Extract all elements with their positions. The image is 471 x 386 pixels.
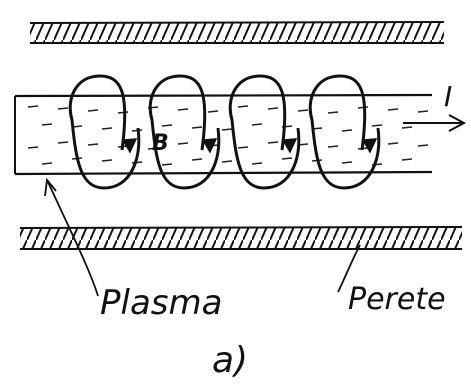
plasma-dash xyxy=(178,143,188,144)
top-wall xyxy=(30,22,444,43)
field-loop-arrowhead-4 xyxy=(363,139,376,152)
plasma-dash xyxy=(418,111,428,112)
plasma-dash xyxy=(178,109,188,110)
plasma-dash xyxy=(342,162,352,163)
plasma-dash xyxy=(252,124,262,125)
plasma-dash xyxy=(102,128,112,129)
plasma-dash xyxy=(42,163,52,164)
field-label-b: B xyxy=(152,131,169,156)
field-loop-4 xyxy=(310,76,379,188)
wall-label: Perete xyxy=(348,282,446,317)
plasma-dash xyxy=(238,106,248,107)
plasma-dash xyxy=(372,125,382,126)
plasma-dash xyxy=(102,160,112,161)
plasma-dash xyxy=(42,124,52,125)
plasma-dash xyxy=(222,129,232,130)
plasma-dash xyxy=(328,146,338,147)
field-loop-3 xyxy=(230,76,299,188)
plasma-dash xyxy=(58,142,68,143)
figure-caption: a) xyxy=(212,340,248,381)
plasma-dash xyxy=(162,125,172,126)
plasma-dash xyxy=(192,127,202,128)
current-label-i: I xyxy=(444,80,452,113)
plasma-dash xyxy=(268,108,278,109)
plasma-dash xyxy=(388,109,398,110)
plasma-dash xyxy=(418,145,428,146)
plasma-dash xyxy=(118,112,128,113)
current-arrow xyxy=(403,115,464,131)
plasma-dash xyxy=(28,106,38,107)
field-loop-arrowhead-1 xyxy=(123,139,136,152)
bottom-wall xyxy=(20,227,462,249)
plasma-dash xyxy=(238,147,248,148)
field-loop-1 xyxy=(70,76,139,188)
plasma-dash xyxy=(162,164,172,165)
plasma-dash xyxy=(58,108,68,109)
plasma-dash xyxy=(192,159,202,160)
plasma-dash xyxy=(208,111,218,112)
plasma-dash xyxy=(328,112,338,113)
plasma-dash xyxy=(28,147,38,148)
plasma-dash xyxy=(88,144,98,145)
plasma-dash xyxy=(282,158,292,159)
plasma-dash xyxy=(268,142,278,143)
plasma-dash xyxy=(252,163,262,164)
plasma-dash xyxy=(342,130,352,131)
plasma-dash xyxy=(298,110,308,111)
plasma-dash xyxy=(388,143,398,144)
plasma-dash xyxy=(88,110,98,111)
field-loop-arrowhead-3 xyxy=(283,139,296,152)
plasma-dash xyxy=(222,161,232,162)
plasma-dash xyxy=(402,127,412,128)
plasma-label: Plasma xyxy=(100,283,222,323)
magnetic-field-loops xyxy=(70,76,379,188)
plasma-dash xyxy=(402,159,412,160)
